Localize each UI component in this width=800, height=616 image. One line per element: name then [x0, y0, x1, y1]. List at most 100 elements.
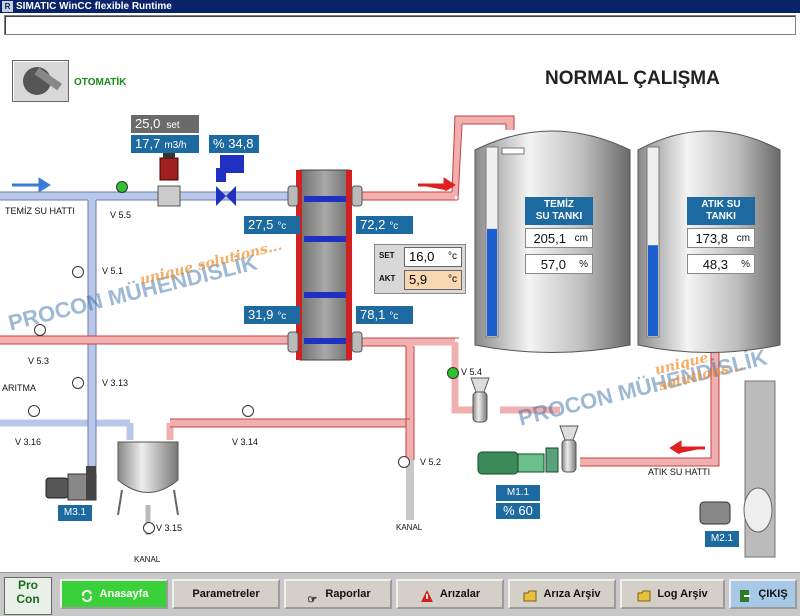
- nav-button-anasayfa[interactable]: Anasayfa: [60, 579, 168, 609]
- valve-v51-label: V 5.1: [102, 266, 124, 276]
- nav-button-ariza-arsiv[interactable]: Arıza Arşiv: [508, 579, 616, 609]
- valve-v315[interactable]: [143, 522, 155, 534]
- aritma-label: ARITMA: [2, 383, 37, 393]
- temp-hx-in-top-unit: °c: [277, 221, 287, 232]
- clean-tank-percent-unit: %: [579, 259, 588, 270]
- bottom-navigation: Pro Con Anasayfa Parametreler ☞Raporlar …: [0, 572, 800, 616]
- clean-tank-level: 205,1 cm: [525, 228, 593, 248]
- alarm-message-bar[interactable]: [4, 15, 796, 35]
- temperature-control-panel: SET 16,0 °c AKT 5,9 °c: [374, 244, 466, 294]
- motor-m11-speed-value: 60: [518, 503, 533, 518]
- temp-hx-in-bottom-unit: °c: [277, 311, 287, 322]
- motor-m11-speed: % 60: [496, 503, 540, 519]
- window-title: SIMATIC WinCC flexible Runtime: [16, 1, 172, 12]
- temp-actual-unit: °c: [448, 274, 457, 285]
- valve-v316[interactable]: [28, 405, 40, 417]
- warning-triangle-icon: [420, 587, 434, 603]
- motor-m31-label: M3.1: [58, 505, 92, 521]
- selector-switch-icon: [23, 67, 62, 95]
- fan-motor-m21: [699, 380, 776, 558]
- temp-setpoint-value: 16,0: [409, 249, 435, 264]
- hot-water-pipes: [0, 116, 719, 466]
- waste-tank-level: 173,8 cm: [687, 228, 755, 248]
- clean-tank-percent: 57,0%: [525, 254, 593, 274]
- valve-v315-label: V 3.15: [156, 523, 183, 533]
- clean-tank-percent-value: 57,0: [540, 257, 566, 272]
- nav-button-parametreler[interactable]: Parametreler: [172, 579, 280, 609]
- pump-motor-m31: [45, 466, 97, 501]
- temp-setpoint-input[interactable]: 16,0 °c: [404, 247, 462, 267]
- waste-tank-title-line2: TANKI: [706, 211, 736, 222]
- waste-tank-level-value: 173,8: [695, 231, 728, 246]
- waste-tank-percent-value: 48,3: [702, 257, 728, 272]
- nav-button-arizalar[interactable]: Arızalar: [396, 579, 504, 609]
- clean-tank-level-unit: cm: [574, 233, 588, 244]
- temp-hx-in-bottom-value: 31,9: [248, 307, 274, 322]
- temp-hx-out-top-value: 72,2: [360, 217, 386, 232]
- flow-meter: [157, 150, 181, 207]
- akt-label: AKT: [379, 274, 396, 283]
- waste-tank-title: ATIK SU TANKI: [687, 197, 755, 225]
- set-label: SET: [379, 251, 395, 260]
- valve-opening-value: 34,8: [228, 136, 254, 151]
- valve-v313-label: V 3.13: [102, 378, 129, 388]
- temp-hx-out-bottom-value: 78,1: [360, 307, 386, 322]
- nav-button-cikis-label: ÇIKIŞ: [758, 588, 788, 600]
- status-title: NORMAL ÇALIŞMA: [545, 68, 720, 89]
- clean-tank-level-value: 205,1: [533, 231, 566, 246]
- temp-hx-out-bottom: 78,1°c: [356, 306, 413, 324]
- waste-tank-title-line1: ATIK SU: [701, 199, 741, 210]
- folder-icon: [523, 587, 537, 602]
- valve-opening-prefix: %: [213, 136, 225, 151]
- temp-hx-out-top-unit: °c: [389, 221, 399, 232]
- valve-v52[interactable]: [398, 456, 410, 468]
- strainer-filter-1: [470, 377, 490, 423]
- temp-actual-value: 5,9: [409, 272, 428, 287]
- temp-setpoint-unit: °c: [448, 251, 457, 262]
- mode-label: OTOMATİK: [74, 77, 127, 88]
- nav-button-parametreler-label: Parametreler: [192, 588, 260, 600]
- control-valve: [216, 155, 244, 206]
- clean-water-line-label: TEMİZ SU HATTI: [5, 206, 75, 216]
- nav-button-log-arsiv[interactable]: Log Arşiv: [620, 579, 725, 609]
- plate-heat-exchanger: [287, 169, 363, 361]
- flow-setpoint-value: 25,0: [135, 116, 161, 131]
- motor-m11-label: M1.1: [496, 485, 540, 501]
- clean-tank-title-line2: SU TANKI: [535, 211, 583, 222]
- refresh-arrows-icon: [80, 587, 94, 603]
- valve-v314-label: V 3.14: [232, 437, 259, 447]
- flow-actual-unit: m3/h: [164, 140, 187, 151]
- auto-manual-switch[interactable]: [12, 60, 69, 102]
- nav-button-log-arsiv-label: Log Arşiv: [657, 588, 708, 600]
- valve-v54[interactable]: [447, 367, 459, 379]
- flow-arrows: [12, 177, 705, 455]
- temp-hx-out-top: 72,2°c: [356, 216, 413, 234]
- valve-v54-label: V 5.4: [461, 367, 483, 377]
- waste-tank-level-unit: cm: [736, 233, 750, 244]
- waste-tank-percent-unit: %: [741, 259, 750, 270]
- valve-opening-display: % 34,8: [209, 135, 259, 153]
- temp-hx-in-top: 27,5°c: [244, 216, 300, 234]
- valve-v313[interactable]: [72, 377, 84, 389]
- flow-setpoint-unit: set: [166, 120, 180, 131]
- nav-button-cikis[interactable]: ÇIKIŞ: [729, 579, 797, 609]
- valve-v314[interactable]: [242, 405, 254, 417]
- flow-setpoint-field[interactable]: 25,0 set: [131, 115, 199, 133]
- hand-pointer-icon: ☞: [307, 594, 318, 607]
- temp-hx-out-bottom-unit: °c: [389, 311, 399, 322]
- valve-v55[interactable]: [116, 181, 128, 193]
- valve-v53-label: V 5.3: [28, 356, 50, 366]
- window-titlebar: R SIMATIC WinCC flexible Runtime: [0, 0, 800, 13]
- nav-button-ariza-arsiv-label: Arıza Arşiv: [543, 588, 601, 600]
- exit-door-icon: [738, 587, 752, 603]
- valve-v53[interactable]: [34, 324, 46, 336]
- procon-logo: Pro Con: [4, 577, 52, 615]
- nav-button-raporlar[interactable]: ☞Raporlar: [284, 579, 392, 609]
- nav-button-arizalar-label: Arızalar: [439, 588, 481, 600]
- nav-button-anasayfa-label: Anasayfa: [99, 588, 149, 600]
- motor-m21-label: M2.1: [705, 531, 739, 547]
- valve-v51[interactable]: [72, 266, 84, 278]
- motor-m11-speed-prefix: %: [503, 503, 515, 518]
